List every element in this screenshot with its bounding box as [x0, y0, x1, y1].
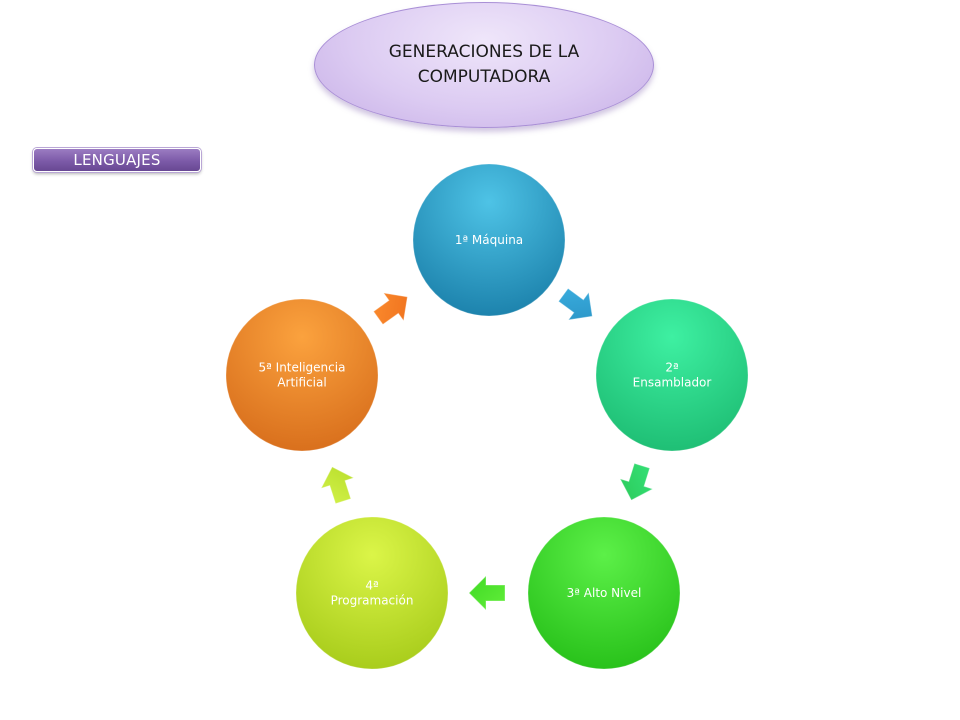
node-1-maquina-circle: [412, 163, 566, 317]
node-4-programacion-circle: [295, 516, 449, 670]
cycle-arrow-5: [372, 292, 408, 326]
node-4-programacion-label-line-1: 4ª: [365, 579, 378, 593]
node-3-alto-nivel-circle: [527, 516, 681, 670]
node-3-alto-nivel: 3ª Alto Nivel: [527, 516, 681, 670]
node-5-inteligencia-artificial-circle: [225, 298, 379, 452]
node-2-ensamblador-label-line-2: Ensamblador: [633, 376, 712, 390]
title-oval: GENERACIONES DE LA COMPUTADORA: [314, 2, 654, 128]
cycle-arrow-1: [557, 287, 593, 321]
node-1-maquina: 1ª Máquina: [412, 163, 566, 317]
cycle-arrow-4: [320, 466, 355, 505]
node-5-inteligencia-artificial-label-line-1: 5ª Inteligencia: [259, 361, 346, 375]
slide-title: GENERACIONES DE LA COMPUTADORA: [388, 42, 580, 87]
node-2-ensamblador-label-line-1: 2ª: [665, 361, 678, 375]
node-4-programacion-label-line-2: Programación: [331, 594, 414, 608]
node-1-maquina-label-line-1: 1ª Máquina: [455, 233, 523, 247]
cycle-arrow-2: [619, 462, 654, 501]
lenguajes-tag: LENGUAJES: [33, 148, 201, 172]
node-5-inteligencia-artificial-label-line-2: Artificial: [277, 376, 326, 390]
arrows-layer: [320, 287, 654, 612]
node-2-ensamblador-circle: [595, 298, 749, 452]
node-3-alto-nivel-label-line-1: 3ª Alto Nivel: [567, 586, 642, 600]
lenguajes-tag-label: LENGUAJES: [73, 151, 161, 169]
cycle-arrow-3: [468, 574, 506, 612]
